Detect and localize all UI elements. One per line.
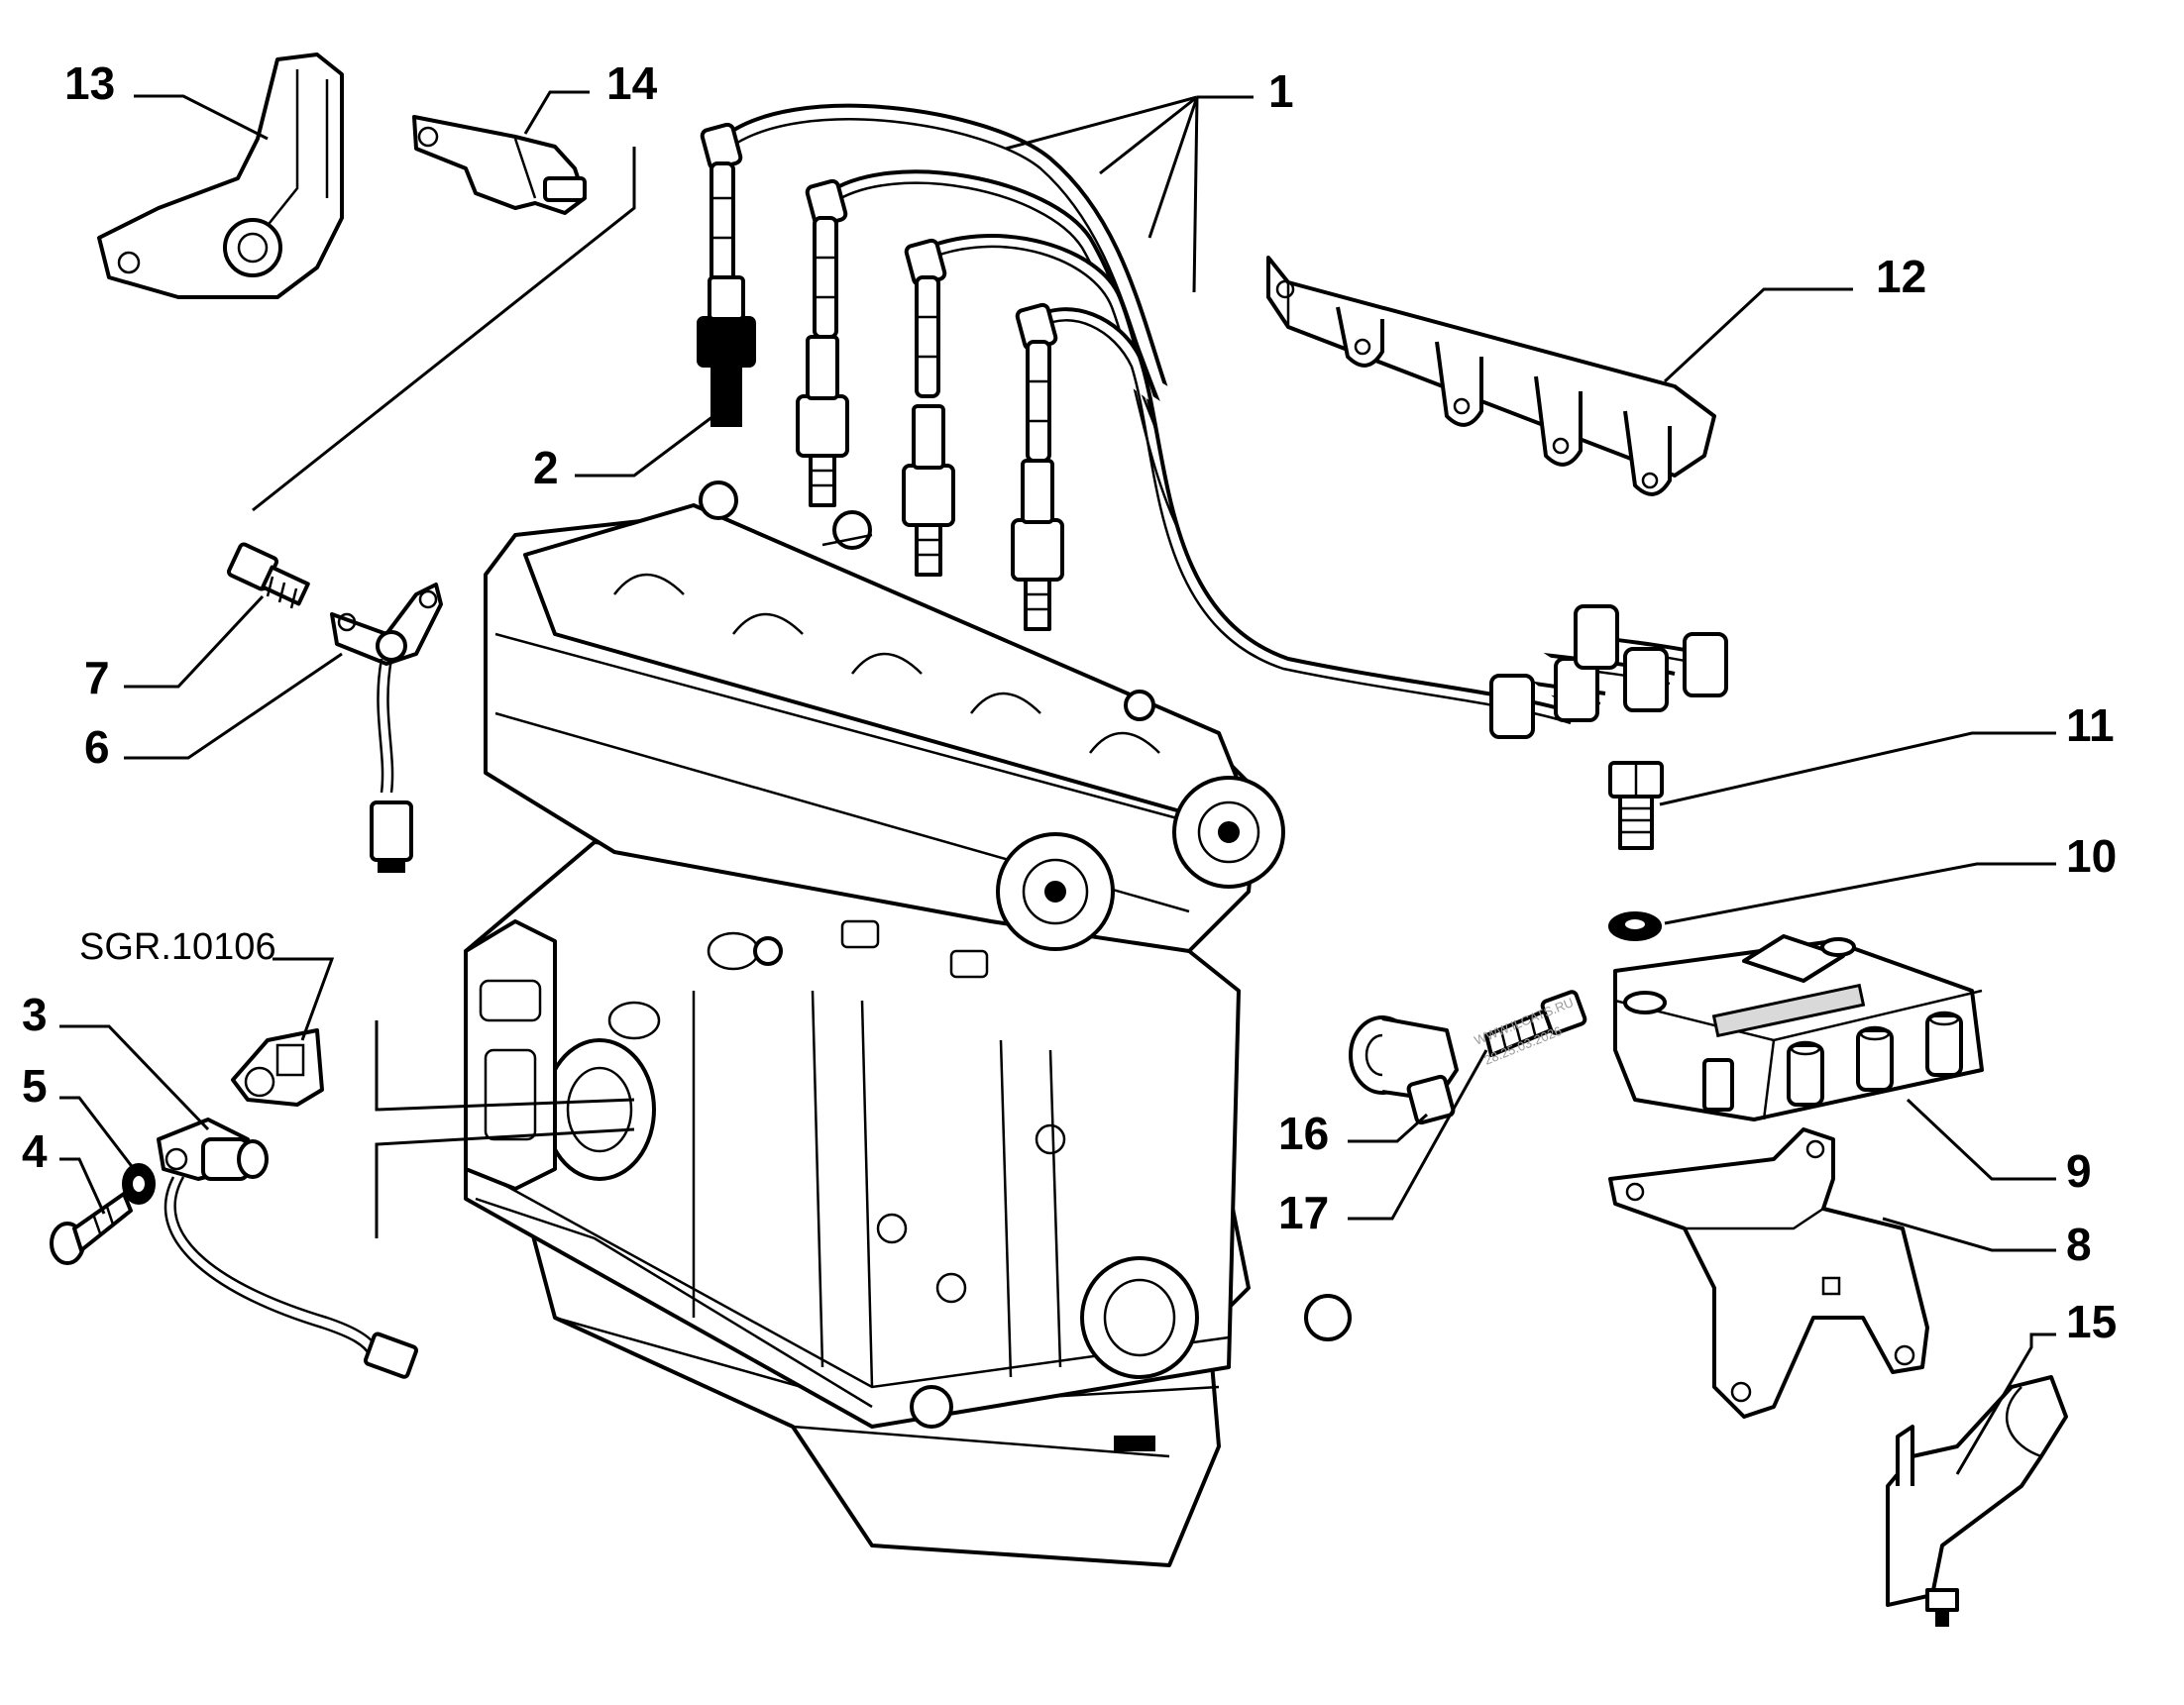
label-12: 12 (1876, 251, 1926, 302)
washer-5 (122, 1163, 156, 1205)
sensor-6 (330, 583, 443, 873)
ignition-cables (700, 103, 1728, 739)
sensor-3 (157, 1118, 418, 1379)
callout-labels: 13 14 1 12 2 7 6 SGR.10106 3 5 4 11 10 9… (22, 57, 2117, 1347)
label-2: 2 (533, 442, 559, 493)
label-8: 8 (2066, 1219, 2092, 1270)
label-4: 4 (22, 1125, 48, 1177)
label-9: 9 (2066, 1145, 2092, 1197)
clip-bracket-15 (1886, 1375, 2068, 1627)
bolt-4 (50, 1192, 133, 1265)
coil-bracket-8 (1608, 1127, 1929, 1419)
label-14: 14 (606, 57, 658, 109)
label-1: 1 (1268, 65, 1294, 117)
bolt-11 (1608, 761, 1664, 850)
label-13: 13 (64, 57, 115, 109)
label-11: 11 (2066, 699, 2115, 751)
bolt-17 (1484, 990, 1587, 1057)
washer-10 (1608, 911, 1662, 941)
label-3: 3 (22, 989, 48, 1040)
label-17: 17 (1278, 1187, 1329, 1238)
label-10: 10 (2066, 830, 2117, 882)
label-5: 5 (22, 1060, 48, 1112)
label-6: 6 (84, 721, 110, 773)
bracket-13 (97, 53, 344, 299)
cable-holder-bar (1266, 256, 1716, 496)
bolt-7 (227, 542, 310, 609)
reference-sgr: SGR.10106 (79, 926, 276, 968)
knock-sensor-16 (1349, 1015, 1459, 1125)
engine-block (464, 480, 1352, 1567)
ignition-coil-9 (1613, 934, 1984, 1121)
bracket-14 (412, 115, 587, 215)
label-15: 15 (2066, 1296, 2117, 1347)
label-7: 7 (84, 652, 110, 703)
leader-lines (59, 90, 2056, 1475)
label-16: 16 (1278, 1108, 1329, 1159)
gasket-sgr (231, 1028, 324, 1107)
spark-plugs (697, 275, 1064, 631)
